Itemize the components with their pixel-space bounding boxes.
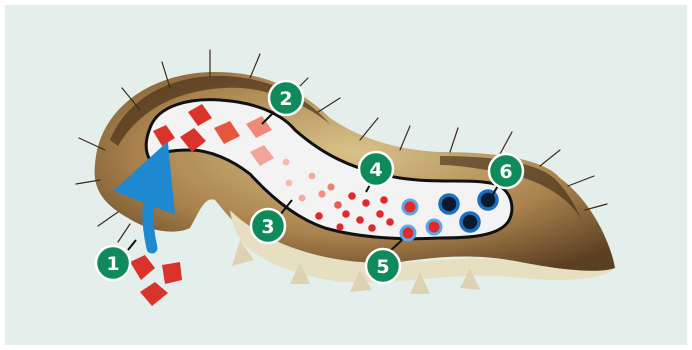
step-badge-3: 3 [251,209,285,243]
step-badge-label: 6 [499,161,512,183]
step-badge-label: 4 [369,159,382,181]
step-badge-4: 4 [359,152,393,186]
step-badge-6: 6 [489,154,523,188]
step-badge-1: 1 [96,246,130,280]
step-badge-label: 1 [106,253,119,275]
step-badge-2: 2 [269,81,303,115]
step-badge-5: 5 [366,249,400,283]
step-badge-label: 3 [261,216,274,238]
step-badge-label: 2 [279,88,292,110]
step-badge-label: 5 [376,256,389,278]
